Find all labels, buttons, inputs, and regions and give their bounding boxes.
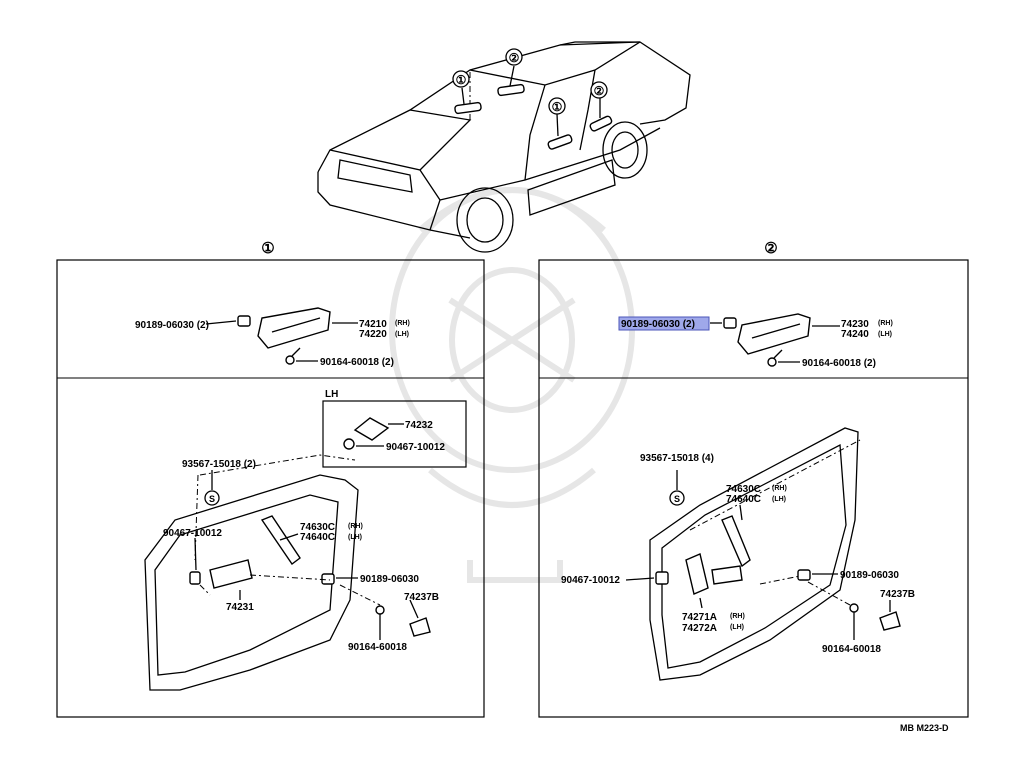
panel-left-marker: ①: [261, 240, 274, 257]
right-top-lh-tag: (LH): [878, 331, 892, 338]
inset-clip-label: 90467-10012: [386, 442, 445, 453]
left-grip-rh: 74630C: [300, 522, 335, 533]
left-cap-label: 74237B: [404, 592, 439, 603]
right-plate-lh: 74272A: [682, 623, 717, 634]
left-clip-right-label: 90189-06030: [360, 574, 419, 585]
highlight-box[interactable]: [618, 316, 710, 331]
right-s-symbol: S: [674, 494, 680, 504]
car-ref-1b: ①: [552, 100, 563, 114]
right-clip-right-label: 90189-06030: [840, 570, 899, 581]
right-top-rh-tag: (RH): [878, 320, 893, 327]
right-grip-lh: 74640C: [726, 494, 761, 505]
right-top-part-lh: 74240: [841, 329, 869, 340]
left-screw-ref: 93567-15018 (2): [182, 459, 256, 470]
footer-code: MB M223-D: [900, 723, 949, 733]
right-plate-lh-tag: (LH): [730, 624, 744, 631]
right-top-screw-label: 90164-60018 (2): [802, 358, 876, 369]
watermark-emblem: [389, 187, 635, 583]
left-top-screw-label: 90164-60018 (2): [320, 357, 394, 368]
left-top-part-rh: 74210: [359, 319, 387, 330]
left-top-part-lh: 74220: [359, 329, 387, 340]
right-clip-left-label: 90467-10012: [561, 575, 620, 586]
panel-left: 90189-06030 (2) 74210 (RH) 74220 (LH) 90…: [56, 259, 485, 718]
left-grip-lh-tag: (LH): [348, 534, 362, 541]
left-screw-bottom-label: 90164-60018: [348, 642, 407, 653]
right-grip-rh-tag: (RH): [772, 485, 787, 492]
right-screw-bottom-label: 90164-60018: [822, 644, 881, 655]
left-grip-lh: 74640C: [300, 532, 335, 543]
car-ref-2a: ②: [509, 51, 520, 65]
right-grip-lh-tag: (LH): [772, 496, 786, 503]
left-clip-left-label: 90467-10012: [163, 528, 222, 539]
inset-part-label: 74232: [405, 420, 433, 431]
right-plate-rh-tag: (RH): [730, 613, 745, 620]
left-top-clip-label: 90189-06030 (2): [135, 320, 209, 331]
left-top-lh-tag: (LH): [395, 331, 409, 338]
left-top-rh-tag: (RH): [395, 320, 410, 327]
left-s-symbol: S: [209, 494, 215, 504]
right-top-part-rh: 74230: [841, 319, 869, 330]
panel-right-marker: ②: [764, 240, 777, 257]
car-illustration: ① ② ① ②: [317, 41, 691, 253]
right-screw-ref: 93567-15018 (4): [640, 453, 714, 464]
left-grip-rh-tag: (RH): [348, 523, 363, 530]
car-ref-1a: ①: [456, 73, 467, 87]
inset-title: LH: [325, 389, 338, 400]
right-cap-label: 74237B: [880, 589, 915, 600]
left-plate-label: 74231: [226, 602, 254, 613]
panel-right: 90189-06030 (2) 74230 (RH) 74240 (LH) 90…: [538, 259, 969, 718]
right-plate-rh: 74271A: [682, 612, 717, 623]
right-grip-rh: 74630C: [726, 484, 761, 495]
right-top-clip-label[interactable]: 90189-06030 (2): [621, 319, 695, 330]
car-ref-2b: ②: [594, 84, 605, 98]
